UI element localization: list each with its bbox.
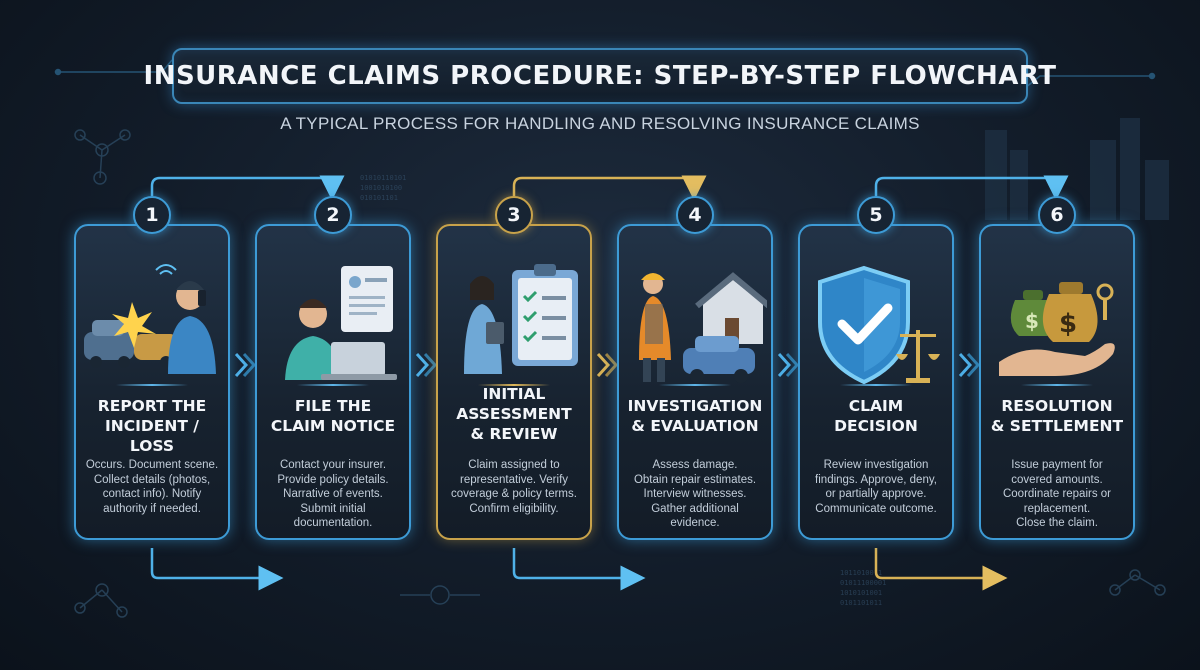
chevron-right-icon: [234, 352, 256, 378]
car-accident-phone-icon: [84, 264, 216, 374]
connector-bottom-4: [512, 548, 646, 591]
clipboard-checklist-icon: [464, 264, 578, 374]
step-number-badge: 1: [133, 196, 171, 234]
page-subtitle: A TYPICAL PROCESS FOR HANDLING AND RESOL…: [280, 114, 920, 133]
chevron-right-icon: [958, 352, 980, 378]
step-title: RESOLUTION& SETTLEMENT: [990, 397, 1124, 435]
chevron-right-icon: [415, 352, 437, 378]
connector-bottom-1: [150, 548, 284, 591]
shield-check-scales-icon: [818, 265, 940, 385]
step-description: Occurs. Document scene.Collect details (…: [85, 459, 219, 515]
money-bags-hand-icon: $ $: [999, 282, 1115, 376]
card-divider: [478, 384, 550, 386]
svg-text:$: $: [1025, 309, 1039, 333]
inspector-house-car-icon: [639, 272, 767, 383]
connector-top-1-2: [150, 175, 345, 201]
laptop-form-icon: [285, 266, 397, 380]
svg-text:$: $: [1059, 309, 1077, 339]
card-divider: [840, 384, 912, 386]
card-divider: [659, 384, 731, 386]
step-description: Assess damage.Obtain repair estimates. I…: [633, 459, 757, 529]
step-number-badge: 4: [676, 196, 714, 234]
card-divider: [1021, 384, 1093, 386]
connector-bottom-5: [874, 548, 1008, 591]
step-number-badge: 3: [495, 196, 533, 234]
title-banner: INSURANCE CLAIMS PROCEDURE: STEP-BY-STEP…: [144, 48, 1056, 104]
step-number-badge: 5: [857, 196, 895, 234]
card-divider: [116, 384, 188, 386]
step-title: INVESTIGATION& EVALUATION: [627, 397, 763, 435]
page-title: INSURANCE CLAIMS PROCEDURE: STEP-BY-STEP…: [143, 61, 1057, 91]
step-description: Contact your insurer.Provide policy deta…: [277, 459, 389, 529]
step-card-4: INVESTIGATION& EVALUATION Assess damage.…: [617, 224, 773, 540]
connector-top-5-6: [874, 175, 1069, 201]
step-number-badge: 2: [314, 196, 352, 234]
connector-top-3-4: [512, 175, 707, 201]
chevron-right-icon: [777, 352, 799, 378]
chevron-right-icon: [596, 352, 618, 378]
step-card-6: $ $ RESOLUTION& SETTLEMENT Issue payment…: [979, 224, 1135, 540]
step-number-badge: 6: [1038, 196, 1076, 234]
card-divider: [297, 384, 369, 386]
